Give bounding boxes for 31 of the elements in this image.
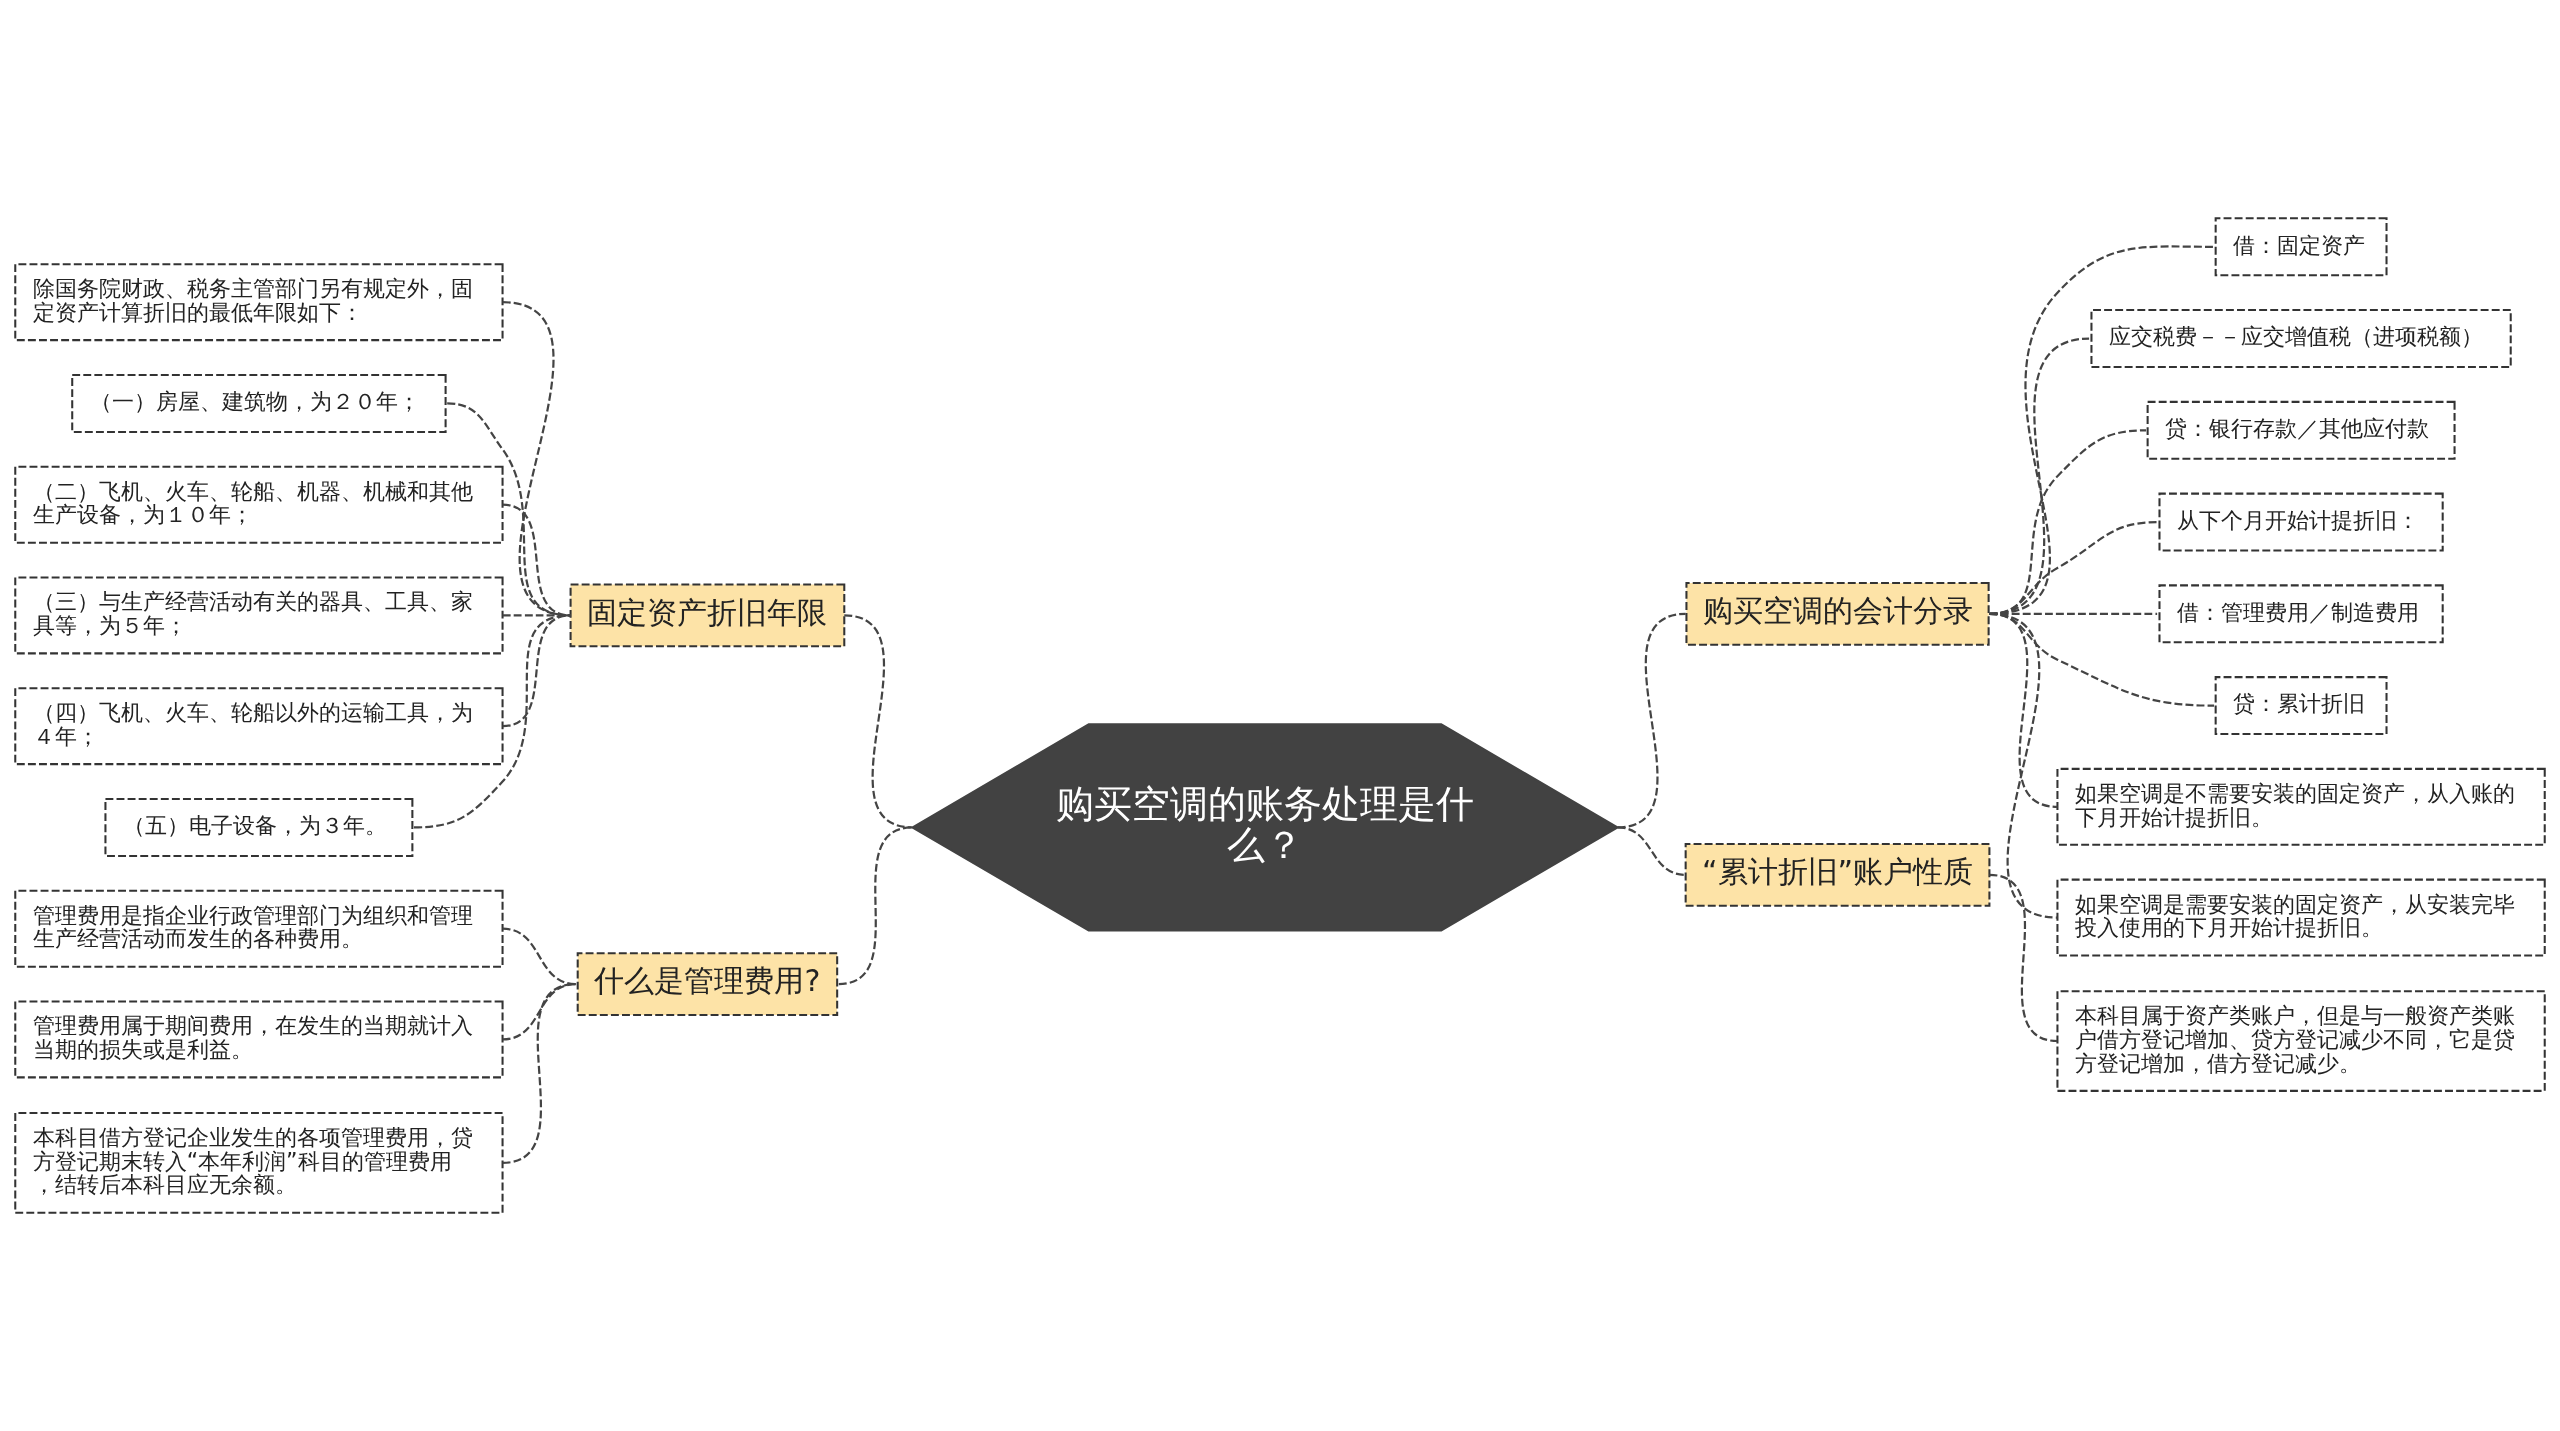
node-box: 管理费用是指企业行政管理部门为组织和管理生产经营活动而发生的各种费用。 xyxy=(14,889,504,968)
connector xyxy=(838,826,913,986)
node-box: （一）房屋、建筑物，为２０年； xyxy=(71,373,447,433)
node-box: 管理费用属于期间费用，在发生的当期就计入当期的损失或是利益。 xyxy=(14,1000,504,1079)
node-box: 本科目借方登记企业发生的各项管理费用，贷方登记期末转入“本年利润”科目的管理费用，结转后本科目应无余额。 xyxy=(14,1111,504,1214)
node-box: 除国务院财政、税务主管部门另有规定外，固定资产计算折旧的最低年限如下： xyxy=(14,263,504,342)
connector xyxy=(447,402,571,617)
node-box: 什么是管理费用? xyxy=(576,952,839,1016)
node-box: 从下个月开始计提折旧： xyxy=(2158,492,2444,552)
node-box: 本科目属于资产类账户，但是与一般资产类账户借方登记增加、贷方登记减少不同，它是贷方登记增加，借方登记减少。 xyxy=(2056,990,2546,1092)
connector xyxy=(502,982,577,1164)
node-box: 借：固定资产 xyxy=(2214,217,2388,277)
node-box: （四）飞机、火车、轮船以外的运输工具，为４年； xyxy=(14,687,504,766)
node-box: “累计折旧”账户性质 xyxy=(1684,843,1991,907)
connector xyxy=(844,614,913,829)
connector xyxy=(502,982,577,1041)
node-box: （二）飞机、火车、轮船、机器、机械和其他生产设备，为１０年； xyxy=(14,465,504,544)
node-box: 贷：累计折旧 xyxy=(2214,676,2388,736)
node-box: 购买空调的会计分录 xyxy=(1685,581,1990,646)
connector xyxy=(413,614,571,829)
node-box: 贷：银行存款／其他应付款 xyxy=(2146,400,2456,460)
connector xyxy=(1989,873,2058,1043)
connector xyxy=(1989,612,2058,919)
node-box: 固定资产折旧年限 xyxy=(569,583,846,648)
node-box: （五）电子设备，为３年。 xyxy=(104,797,414,857)
node-box: 借：管理费用／制造费用 xyxy=(2158,584,2444,644)
node-box: （三）与生产经营活动有关的器具、工具、家具等，为５年； xyxy=(14,576,504,655)
node-box: 应交税费－－应交增值税（进项税额） xyxy=(2090,309,2512,369)
connector xyxy=(1617,826,1686,876)
node-box: 如果空调是需要安装的固定资产，从安装完毕投入使用的下月开始计提折旧。 xyxy=(2056,878,2546,957)
node-box: 如果空调是不需要安装的固定资产，从入账的下月开始计提折旧。 xyxy=(2056,767,2546,846)
